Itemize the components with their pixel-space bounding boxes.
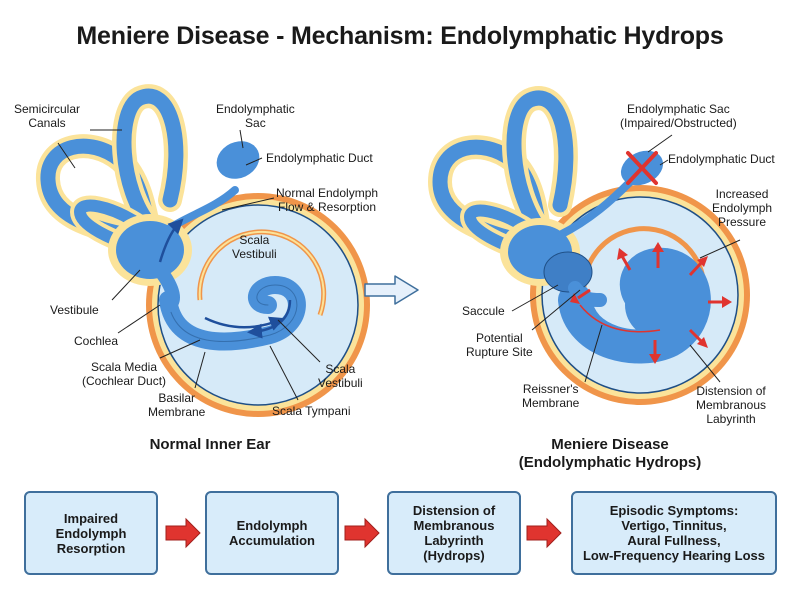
label-endolymphatic-sac-impaired: Endolymphatic Sac(Impaired/Obstructed): [620, 102, 737, 130]
flow-arrow-spiral-2: [247, 299, 292, 339]
endolymphatic-sac: [216, 141, 260, 179]
flow-arrows: [165, 517, 562, 549]
label-saccule: Saccule: [462, 304, 505, 318]
caption-normal-inner-ear: Normal Inner Ear: [149, 436, 271, 453]
saccule: [543, 251, 593, 293]
meniere-disease-illustration: [427, 86, 750, 405]
flow-arrow-2: [344, 517, 380, 549]
flow-arrow-up: [158, 218, 184, 263]
pressure-arrows: [570, 242, 732, 364]
label-vestibule: Vestibule: [50, 303, 99, 317]
semicircular-canals: [36, 84, 188, 260]
flow-box-episodic-symptoms: Episodic Symptoms:Vertigo, Tinnitus,Aura…: [571, 491, 777, 575]
obstruction-cross-icon: [626, 151, 658, 185]
page-title: Meniere Disease - Mechanism: Endolymphat…: [76, 22, 724, 50]
flow-arrow-spiral-1: [204, 316, 285, 331]
caption-meniere-disease: Meniere Disease(Endolymphatic Hydrops): [518, 436, 702, 471]
label-scala-media: Scala Media(Cochlear Duct): [82, 360, 167, 388]
label-endolymphatic-duct-left: Endolymphatic Duct: [266, 151, 373, 165]
normal-inner-ear-illustration: [36, 84, 370, 417]
label-endolymphatic-duct-right: Endolymphatic Duct: [668, 152, 775, 166]
flow-arrow-3: [526, 517, 562, 549]
label-cochlea: Cochlea: [74, 334, 119, 348]
flow-arrow-1: [165, 517, 201, 549]
hydrops-endolymphatic-duct: [556, 178, 634, 239]
transition-arrow: [364, 275, 419, 305]
label-scala-tympani: Scala Tympani: [272, 404, 351, 418]
